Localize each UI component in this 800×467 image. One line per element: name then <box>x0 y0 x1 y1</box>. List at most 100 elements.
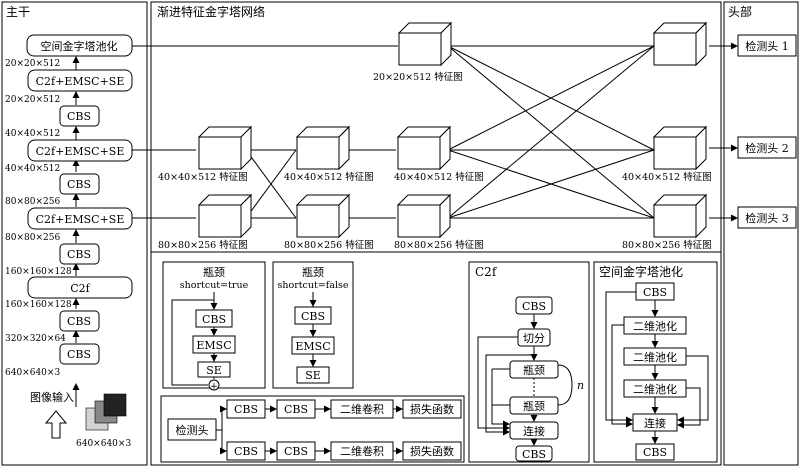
feature-cubes <box>197 21 708 239</box>
backbone-c2f <box>27 276 133 299</box>
detect-head-label: 检测头 1 <box>745 39 789 53</box>
dh-cbs-label: CBS <box>234 403 258 416</box>
detect-head-detail-label: 检测头 <box>176 423 209 437</box>
feature-label: 80×80×256 特征图 <box>622 239 712 251</box>
dim-label: 160×160×128 <box>5 267 72 277</box>
bottleneck-false-subtitle: shortcut=false <box>277 280 348 291</box>
feature-label: 80×80×256 特征图 <box>158 239 248 251</box>
feature-map-cube <box>652 125 708 171</box>
dh-cbs-label: CBS <box>234 445 258 458</box>
detect-head-1 <box>737 34 797 57</box>
backbone-cbs-label: CBS <box>67 315 91 328</box>
c2f-split-label: 切分 <box>523 332 545 345</box>
c2f-concat-label: 连接 <box>523 425 545 438</box>
pyramid-connections <box>245 45 655 219</box>
backbone-to-pyramid-links <box>132 45 398 219</box>
c2f-cbs-label: CBS <box>522 300 546 313</box>
input-arrow <box>44 410 68 439</box>
backbone-column: 空间金字塔池化 20×20×512 C2f+EMSC+SE 20×20×512 … <box>5 34 133 449</box>
dim-label: 20×20×512 <box>5 59 60 69</box>
dh-cbs-label: CBS <box>284 445 308 458</box>
spp-concat-label: 连接 <box>644 417 666 430</box>
c2f-cbs-label: CBS <box>522 448 546 461</box>
backbone-c2f-label: C2f <box>70 282 90 295</box>
dim-label: 40×40×512 <box>5 164 60 174</box>
dh-cbs-label: CBS <box>284 403 308 416</box>
feature-map-cube <box>197 193 253 239</box>
feature-map-cube <box>295 125 351 171</box>
backbone-cbs-label: CBS <box>67 348 91 361</box>
bt-se-label: SE <box>206 364 222 377</box>
spp-pool-label: 二维池化 <box>633 350 677 364</box>
feature-map-cube <box>396 193 452 239</box>
dh-loss-label: 损失函数 <box>410 402 454 416</box>
dim-label: 80×80×256 <box>5 197 60 207</box>
backbone-cbs-3 <box>59 243 100 265</box>
dh-conv-label: 二维卷积 <box>340 444 384 458</box>
detect-head-label: 检测头 3 <box>745 211 789 225</box>
bottleneck-true-subtitle: shortcut=true <box>180 280 249 291</box>
image-stack-icon <box>85 393 127 431</box>
feature-label: 40×40×512 特征图 <box>394 171 484 183</box>
detect-head-panel: 检测头 CBS CBS 二维卷积 损失函数 CBS CBS 二维卷积 损失函数 <box>160 395 465 463</box>
feature-map-cube <box>652 193 708 239</box>
dim-label: 160×160×128 <box>5 300 72 310</box>
backbone-cbs-1 <box>59 105 100 127</box>
c2f-bottleneck-label: 瓶颈 <box>523 363 545 377</box>
feature-label: 40×40×512 特征图 <box>622 171 712 183</box>
spp-pool-label: 二维池化 <box>633 319 677 333</box>
feature-map-cube <box>295 193 351 239</box>
dh-loss-label: 损失函数 <box>410 444 454 458</box>
spp-pool-label: 二维池化 <box>633 382 677 396</box>
backbone-cbs-5 <box>59 343 100 365</box>
feature-map-cube <box>652 21 708 67</box>
backbone-spp-label: 空间金字塔池化 <box>41 39 118 53</box>
spp-cbs-label: CBS <box>643 286 667 299</box>
dh-conv-label: 二维卷积 <box>340 402 384 416</box>
head-arrows <box>709 42 738 222</box>
detect-head-2 <box>737 136 797 159</box>
add-icon <box>208 379 220 391</box>
backbone-title: 主干 <box>6 5 30 19</box>
input-label: 图像输入 <box>30 390 74 404</box>
dim-label: 20×20×512 <box>5 95 60 105</box>
bottleneck-true-title: 瓶颈 <box>203 265 225 279</box>
backbone-c2f-emsc-se-label: C2f+EMSC+SE <box>36 75 125 88</box>
c2f-bottleneck-label: 瓶颈 <box>523 399 545 413</box>
bf-emsc-label: EMSC <box>295 340 330 353</box>
backbone-c2f-emsc-se-label: C2f+EMSC+SE <box>36 213 125 226</box>
dim-label: 640×640×3 <box>5 368 60 378</box>
detect-head-label: 检测头 2 <box>745 141 789 155</box>
feature-label: 80×80×256 特征图 <box>394 239 484 251</box>
spp-cbs-label: CBS <box>643 446 667 459</box>
head-section <box>723 1 799 466</box>
spp-detail-title: 空间金字塔池化 <box>599 264 683 279</box>
bt-cbs-label: CBS <box>202 313 226 326</box>
bf-cbs-label: CBS <box>301 310 325 323</box>
feature-label: 20×20×512 特征图 <box>373 71 463 83</box>
input-size: 640×640×3 <box>76 439 131 449</box>
feature-label: 80×80×256 特征图 <box>284 239 374 251</box>
dim-label: 320×320×64 <box>5 334 66 344</box>
dim-label: 40×40×512 <box>5 129 60 139</box>
backbone-cbs-label: CBS <box>67 178 91 191</box>
repeat-n: n <box>577 379 584 392</box>
dim-label: 80×80×256 <box>5 233 60 243</box>
backbone-section <box>1 1 148 466</box>
detect-head-3 <box>737 206 797 229</box>
backbone-cbs-2 <box>59 173 100 195</box>
c2f-detail-title: C2f <box>475 265 498 279</box>
bottleneck-false-panel: 瓶颈 shortcut=false CBS EMSC SE <box>272 261 354 389</box>
pyramid-title: 渐进特征金字塔网络 <box>157 4 265 19</box>
backbone-cbs-4 <box>59 310 100 332</box>
head-title: 头部 <box>728 4 752 19</box>
feature-label: 40×40×512 特征图 <box>158 171 248 183</box>
backbone-cbs-label: CBS <box>67 248 91 261</box>
spp-detail-panel: 空间金字塔池化 CBS 二维池化 二维池化 二维池化 连接 CBS <box>593 261 718 463</box>
bottleneck-true-panel: 瓶颈 shortcut=true CBS EMSC SE + <box>162 261 266 392</box>
repeat-bracket <box>557 364 573 406</box>
feature-map-cube <box>397 21 453 67</box>
bf-se-label: SE <box>305 369 321 382</box>
backbone-c2f-emsc-se-1 <box>27 69 133 92</box>
